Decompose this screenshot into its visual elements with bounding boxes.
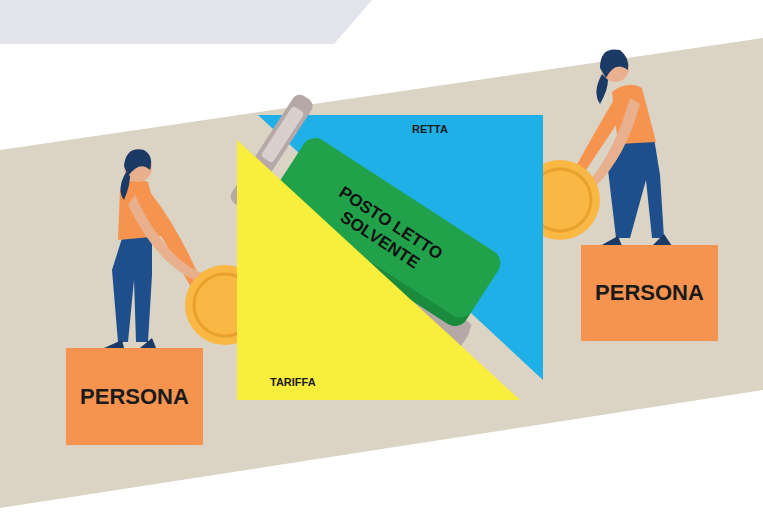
person-label: PERSONA (80, 384, 189, 410)
triangle-shape (237, 140, 520, 400)
triangle-label: RETTA (412, 123, 448, 135)
triangle-label: TARIFFA (270, 376, 316, 388)
beige-band (0, 38, 763, 508)
tariffa-triangle: TARIFFA (237, 140, 520, 400)
top-band (0, 0, 372, 44)
person-box: PERSONA (581, 245, 718, 341)
person-label: PERSONA (595, 280, 704, 306)
person-box: PERSONA (66, 348, 203, 445)
